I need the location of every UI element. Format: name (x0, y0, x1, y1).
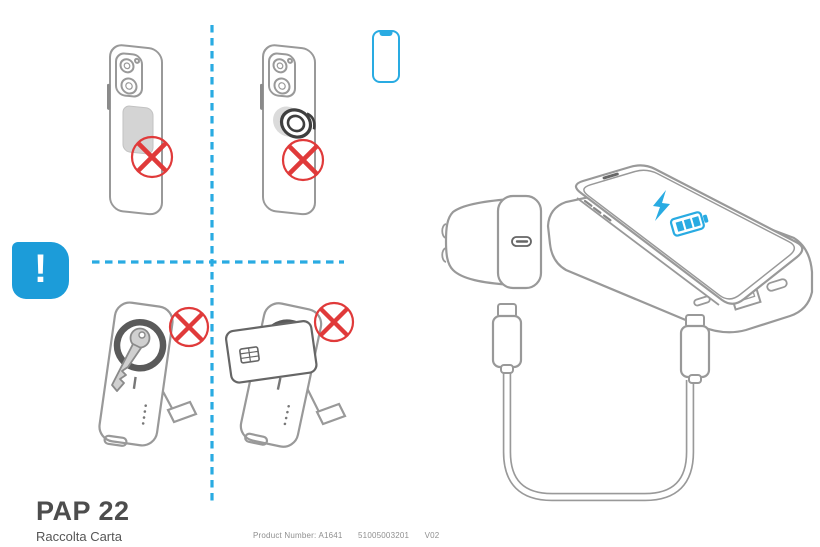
alignment-mark (132, 376, 137, 390)
led-indicators (283, 404, 290, 426)
usb-c-wall-charger-icon (441, 194, 543, 290)
usb-c-connector-left (491, 303, 523, 374)
phone-with-ring-holder-icon (260, 44, 316, 216)
side-button (107, 83, 111, 110)
cable-outer (502, 369, 695, 502)
phone-side-edge (576, 197, 720, 306)
usb-port (244, 432, 269, 446)
camera-module (115, 52, 143, 98)
product-code: 51005003201 (358, 531, 410, 540)
key (111, 327, 151, 392)
phone-body (574, 164, 804, 305)
usb-port (103, 434, 128, 447)
footer-left: PAP 22 Raccolta Carta (36, 496, 130, 544)
finger-ring (279, 108, 316, 139)
version: V02 (424, 531, 440, 540)
warning-badge: ! (12, 242, 69, 299)
usb-c-cable-icon (491, 303, 711, 502)
charger-body (444, 197, 513, 287)
red-cross-icon (130, 135, 174, 179)
charging-bolt-icon (653, 190, 670, 221)
battery-icon (669, 211, 709, 237)
phone-with-sticker-icon (107, 44, 163, 216)
exclamation-icon: ! (33, 247, 48, 291)
red-cross-icon (313, 301, 355, 343)
warnings-illustration (92, 25, 355, 505)
product-number: Product Number: A1641 (253, 531, 343, 540)
red-cross-icon (168, 306, 210, 348)
side-button (260, 83, 264, 110)
powerbank-with-key-icon (98, 301, 198, 447)
kickstand-foot (315, 402, 347, 426)
powerbank-with-card-icon (225, 302, 347, 448)
speaker-notch (602, 172, 619, 180)
volume-buttons (583, 199, 612, 222)
kickstand-foot (166, 400, 198, 424)
phone-notch (379, 31, 393, 36)
adhesive-sticker (122, 105, 154, 155)
led-indicators (141, 404, 147, 425)
usb-c-connector-right (679, 314, 711, 384)
credit-card (225, 320, 318, 384)
phone-screen-line (583, 169, 796, 300)
flash-dot (134, 57, 140, 64)
model-subtitle: Raccolta Carta (36, 529, 122, 545)
charging-setup-illustration (441, 164, 814, 502)
magnet-ring (113, 319, 167, 372)
cable-inner (504, 369, 693, 500)
model-name: PAP 22 (36, 496, 130, 526)
phone-outline-icon (372, 30, 400, 83)
quadrant-dividers (92, 25, 344, 505)
kickstand-leg (306, 387, 321, 415)
phone-on-powerbank-icon (574, 164, 804, 306)
flash-dot (287, 57, 293, 64)
alignment-mark (276, 377, 282, 390)
charger-prongs (441, 223, 447, 263)
fine-print: Product Number: A1641 51005003201 V02 (253, 531, 439, 540)
red-cross-icon (281, 138, 325, 182)
usb-c-port-wide (766, 278, 788, 292)
camera-module (268, 52, 296, 98)
